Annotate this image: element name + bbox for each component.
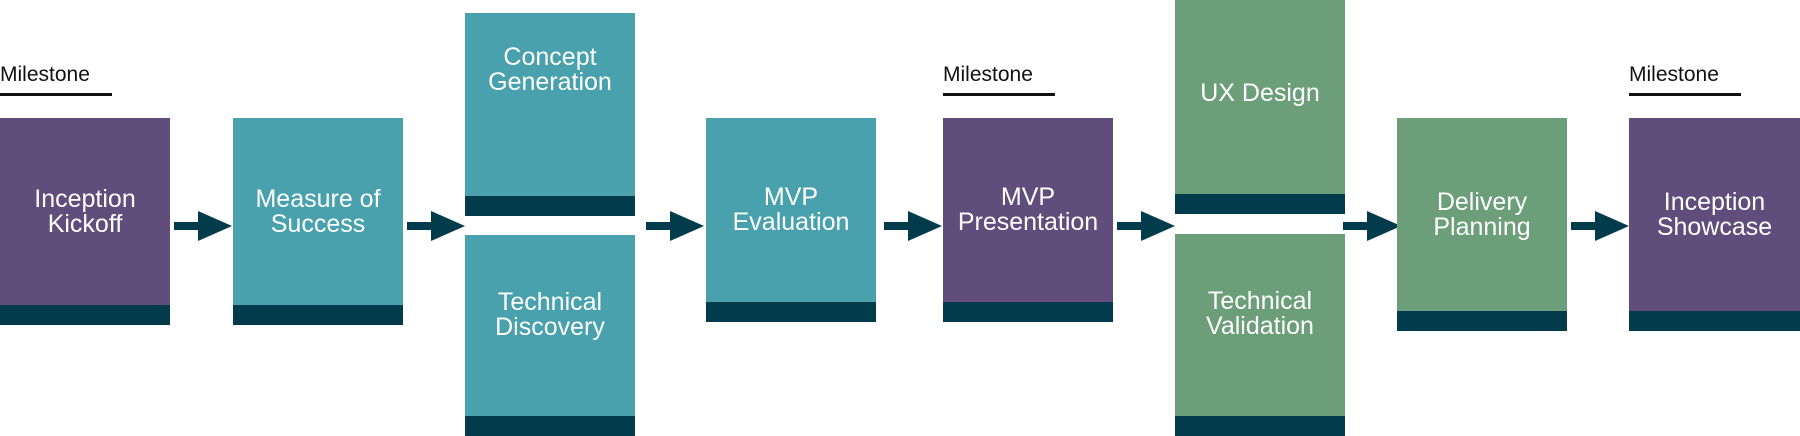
step-technical-discovery: Technical Discovery [465,235,635,436]
step-label: Measure of Success [233,118,403,305]
milestone-label-presentation: Milestone [943,64,1055,96]
step-title: Concept Generation [488,42,612,96]
milestone-text: Milestone [0,63,90,86]
step-inception-kickoff: Inception Kickoff [0,118,170,325]
step-title: Delivery Planning [1433,187,1531,241]
step-label: Inception Kickoff [0,118,170,305]
arrow-icon [174,211,232,241]
step-footer-band [465,416,635,436]
step-title: UX Design [1200,78,1320,107]
step-label: MVP Evaluation [706,118,876,302]
step-title: MVP Evaluation [732,183,850,236]
step-label: Inception Showcase [1629,118,1800,311]
arrow-icon [1343,211,1401,241]
milestone-text: Milestone [1629,63,1719,86]
step-footer-band [0,305,170,325]
step-footer-band [706,302,876,322]
step-title: Technical Discovery [495,288,605,341]
step-technical-validation: Technical Validation [1175,234,1345,436]
step-footer-band [465,196,635,216]
step-delivery-planning: Delivery Planning [1397,118,1567,331]
step-footer-band [1629,311,1800,331]
step-label: Technical Validation [1175,234,1345,394]
step-footer-band [943,302,1113,322]
step-footer-band [233,305,403,325]
step-label: UX Design [1175,0,1345,186]
step-concept-generation: Concept Generation [465,13,635,216]
arrow-icon [1571,211,1629,241]
step-title: Measure of Success [255,184,381,238]
step-mvp-presentation: MVP Presentation [943,118,1113,322]
arrow-icon [884,211,942,241]
step-label: Delivery Planning [1397,118,1567,311]
milestone-text: Milestone [943,63,1033,86]
arrow-icon [646,211,704,241]
step-label: Concept Generation [465,13,635,126]
step-title: Technical Validation [1206,287,1314,340]
arrow-icon [407,211,465,241]
step-label: Technical Discovery [465,235,635,395]
step-footer-band [1175,194,1345,214]
milestone-label-showcase: Milestone [1629,64,1741,96]
step-title: Inception Showcase [1656,187,1773,241]
step-title: Inception Kickoff [34,184,136,238]
step-title: MVP Presentation [957,183,1099,236]
step-ux-design: UX Design [1175,0,1345,214]
milestone-label-kickoff: Milestone [0,64,112,96]
step-mvp-evaluation: MVP Evaluation [706,118,876,322]
step-footer-band [1175,416,1345,436]
step-inception-showcase: Inception Showcase [1629,118,1800,331]
step-label: MVP Presentation [943,118,1113,302]
arrow-icon [1117,211,1175,241]
step-footer-band [1397,311,1567,331]
step-measure-of-success: Measure of Success [233,118,403,325]
